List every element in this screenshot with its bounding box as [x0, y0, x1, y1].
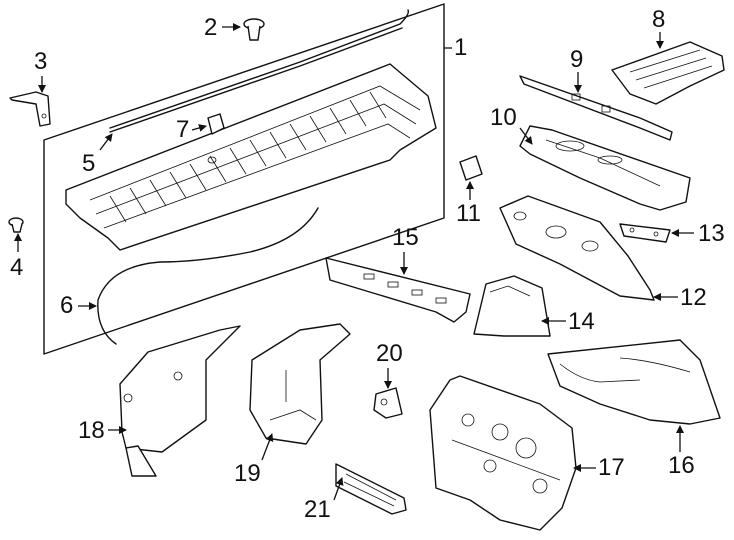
callout-17: 17 — [598, 454, 625, 481]
callout-11: 11 — [456, 200, 481, 227]
clip-part-7 — [207, 113, 225, 135]
weatherstrip-part — [109, 9, 410, 129]
heat-shield-part-18 — [119, 325, 241, 477]
callout-3: 3 — [34, 48, 48, 75]
bracket-part-13 — [619, 223, 671, 243]
callout-19: 19 — [234, 460, 261, 487]
tray-part-16 — [547, 339, 721, 425]
bracket-part-3 — [9, 91, 51, 127]
callout-8: 8 — [652, 6, 666, 33]
callout-18: 18 — [78, 417, 105, 444]
leader-5 — [99, 133, 113, 151]
housing-part-19 — [249, 323, 351, 445]
callout-2: 2 — [204, 14, 218, 41]
rail-part-9 — [519, 75, 673, 141]
callout-16: 16 — [668, 452, 695, 479]
leader-21 — [333, 477, 344, 501]
bolt-part-4 — [8, 217, 24, 233]
callout-12: 12 — [680, 284, 707, 311]
callout-20: 20 — [376, 340, 403, 367]
callout-5: 5 — [82, 150, 96, 177]
callout-9: 9 — [570, 46, 584, 73]
callout-6: 6 — [60, 292, 74, 319]
callout-10: 10 — [490, 104, 517, 131]
callout-14: 14 — [568, 308, 595, 335]
clip-part-11 — [459, 155, 483, 181]
cowl-panel-part — [65, 63, 437, 251]
grommet-part-20 — [373, 387, 403, 419]
push-clip-part — [243, 18, 265, 41]
leader-10 — [519, 127, 533, 145]
leader-19 — [261, 433, 274, 461]
callout-1: 1 — [454, 34, 468, 61]
assembly-box — [43, 3, 445, 355]
dash-panel-part-17 — [429, 375, 577, 531]
reinforcement-part-15 — [325, 257, 471, 323]
panel-part-8 — [611, 41, 725, 105]
callout-4: 4 — [10, 254, 24, 281]
insulator-part-12 — [499, 195, 655, 301]
callout-21: 21 — [304, 496, 331, 523]
callout-7: 7 — [176, 116, 190, 143]
washer-hose-part — [97, 207, 319, 345]
callout-15: 15 — [392, 224, 419, 251]
leader-7 — [191, 124, 207, 132]
callout-13: 13 — [698, 220, 725, 247]
shield-part-14 — [473, 275, 551, 337]
cover-part-21 — [335, 463, 407, 515]
plenum-part-10 — [519, 125, 691, 211]
